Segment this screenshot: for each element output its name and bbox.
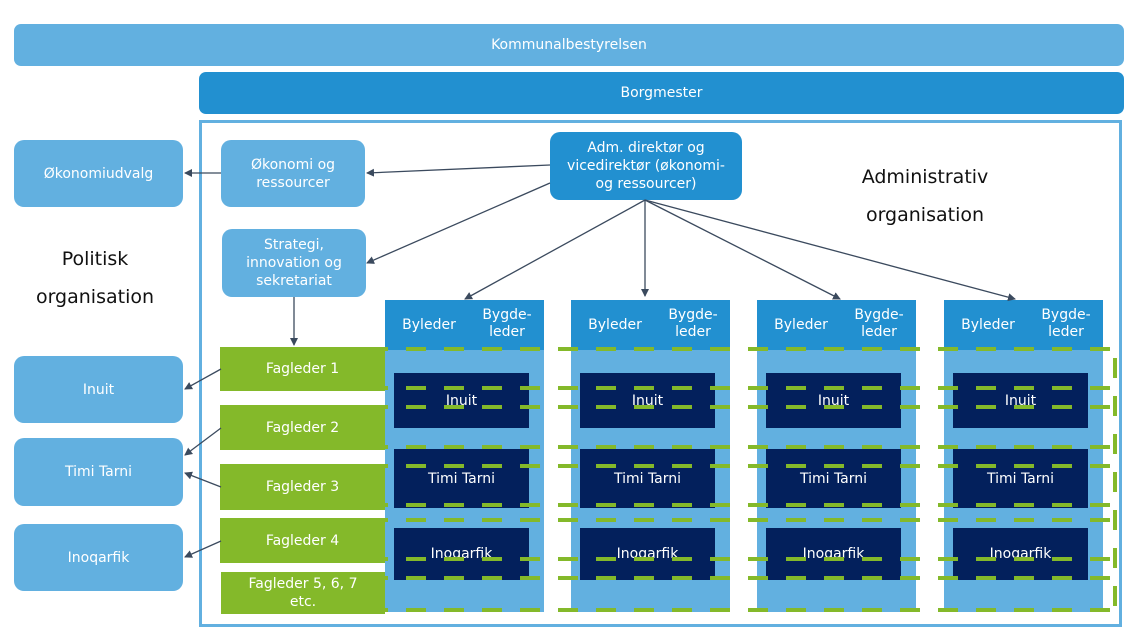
committee-label: Timi Tarni [64, 464, 133, 480]
area-box: Timi Tarni [766, 449, 901, 508]
arrow-fagleder4-to-inoqarfik [184, 540, 222, 558]
staff-unit-label: Økonomi og ressourcer [250, 156, 336, 191]
city-leader-label: Byleder [588, 317, 642, 333]
committee-timi-tarni: Timi Tarni [14, 438, 183, 506]
location-column-header: Byleder Bygde- leder [571, 300, 730, 350]
director-box: Adm. direktør og vicedirektør (økonomi- … [550, 132, 742, 200]
arrow-director-to-column-4 [644, 199, 1016, 302]
village-leader-label: Bygde- leder [668, 307, 718, 340]
area-box: Inuit [394, 373, 529, 428]
staff-unit-economy-resources: Økonomi og ressourcer [221, 140, 365, 207]
city-leader-label: Byleder [402, 317, 456, 333]
committee-label: Inoqarfik [67, 549, 130, 566]
department-head-3: Fagleder 3 [220, 464, 385, 510]
village-leader-label: Bygde- leder [854, 307, 904, 340]
city-leader-label: Byleder [774, 317, 828, 333]
location-column-header: Byleder Bygde- leder [757, 300, 916, 350]
mayor-bar: Borgmester [199, 72, 1124, 114]
area-box: Inuit [580, 373, 715, 428]
area-label: Inoqarfik [802, 546, 865, 562]
dashed-line-group [368, 347, 1117, 612]
department-head-1: Fagleder 1 [220, 347, 385, 391]
department-head-label: Fagleder 3 [265, 479, 340, 495]
area-box: Timi Tarni [953, 449, 1088, 508]
administrative-organisation-title: Administrativ organisation [861, 166, 989, 226]
area-label: Inuit [1004, 392, 1037, 409]
village-leader-label: Bygde- leder [1041, 307, 1091, 340]
area-box: Inoqarfik [766, 528, 901, 580]
department-head-5-plus: Fagleder 5, 6, 7 etc. [221, 572, 385, 614]
department-head-2: Fagleder 2 [220, 405, 385, 450]
area-label: Timi Tarni [986, 470, 1055, 487]
arrow-fagleder3-to-timi-tarni [184, 471, 222, 488]
arrow-director-to-column-1 [464, 199, 646, 300]
area-box: Inuit [953, 373, 1088, 428]
committee-economy: Økonomiudvalg [14, 140, 183, 207]
area-label: Timi Tarni [427, 470, 496, 487]
committee-label: Økonomiudvalg [43, 165, 154, 182]
arrow-director-to-column-3 [644, 199, 841, 300]
arrow-director-to-economy [366, 164, 551, 177]
arrow-director-to-strategy [366, 182, 551, 264]
area-label: Inuit [817, 392, 850, 409]
area-box: Inoqarfik [580, 528, 715, 580]
department-head-label: Fagleder 1 [265, 361, 340, 377]
area-box: Inoqarfik [394, 528, 529, 580]
area-box: Inuit [766, 373, 901, 428]
mayor-label: Borgmester [620, 85, 703, 101]
arrow-fagleder2-to-timi-tarni [184, 427, 222, 456]
committee-label: Inuit [82, 381, 115, 398]
arrow-fagleder1-to-inuit [184, 368, 222, 390]
administrative-frame [199, 120, 1122, 627]
area-label: Timi Tarni [613, 470, 682, 487]
staff-unit-strategy: Strategi, innovation og sekretariat [222, 229, 366, 297]
department-head-label: Fagleder 4 [265, 532, 340, 549]
area-box: Inoqarfik [953, 528, 1088, 580]
department-head-label: Fagleder 5, 6, 7 etc. [248, 576, 358, 610]
committee-inuit: Inuit [14, 356, 183, 423]
area-box: Timi Tarni [580, 449, 715, 508]
area-label: Inoqarfik [989, 546, 1052, 562]
committee-inoqarfik: Inoqarfik [14, 524, 183, 591]
political-organisation-title: Politisk organisation [35, 248, 155, 308]
city-leader-label: Byleder [961, 317, 1015, 333]
location-column-header: Byleder Bygde- leder [944, 300, 1103, 350]
area-label: Timi Tarni [799, 470, 868, 487]
department-head-label: Fagleder 2 [265, 419, 340, 436]
area-label: Inuit [631, 392, 664, 409]
area-label: Inoqarfik [616, 546, 679, 562]
area-label: Inuit [445, 392, 478, 409]
area-box: Timi Tarni [394, 449, 529, 508]
council-bar: Kommunalbestyrelsen [14, 24, 1124, 66]
arrow-group [184, 164, 1016, 558]
council-label: Kommunalbestyrelsen [491, 37, 647, 53]
director-label: Adm. direktør og vicedirektør (økonomi- … [567, 140, 725, 192]
location-column-header: Byleder Bygde- leder [385, 300, 544, 350]
department-head-4: Fagleder 4 [220, 518, 385, 563]
village-leader-label: Bygde- leder [482, 307, 532, 340]
staff-unit-label: Strategi, innovation og sekretariat [246, 237, 342, 289]
